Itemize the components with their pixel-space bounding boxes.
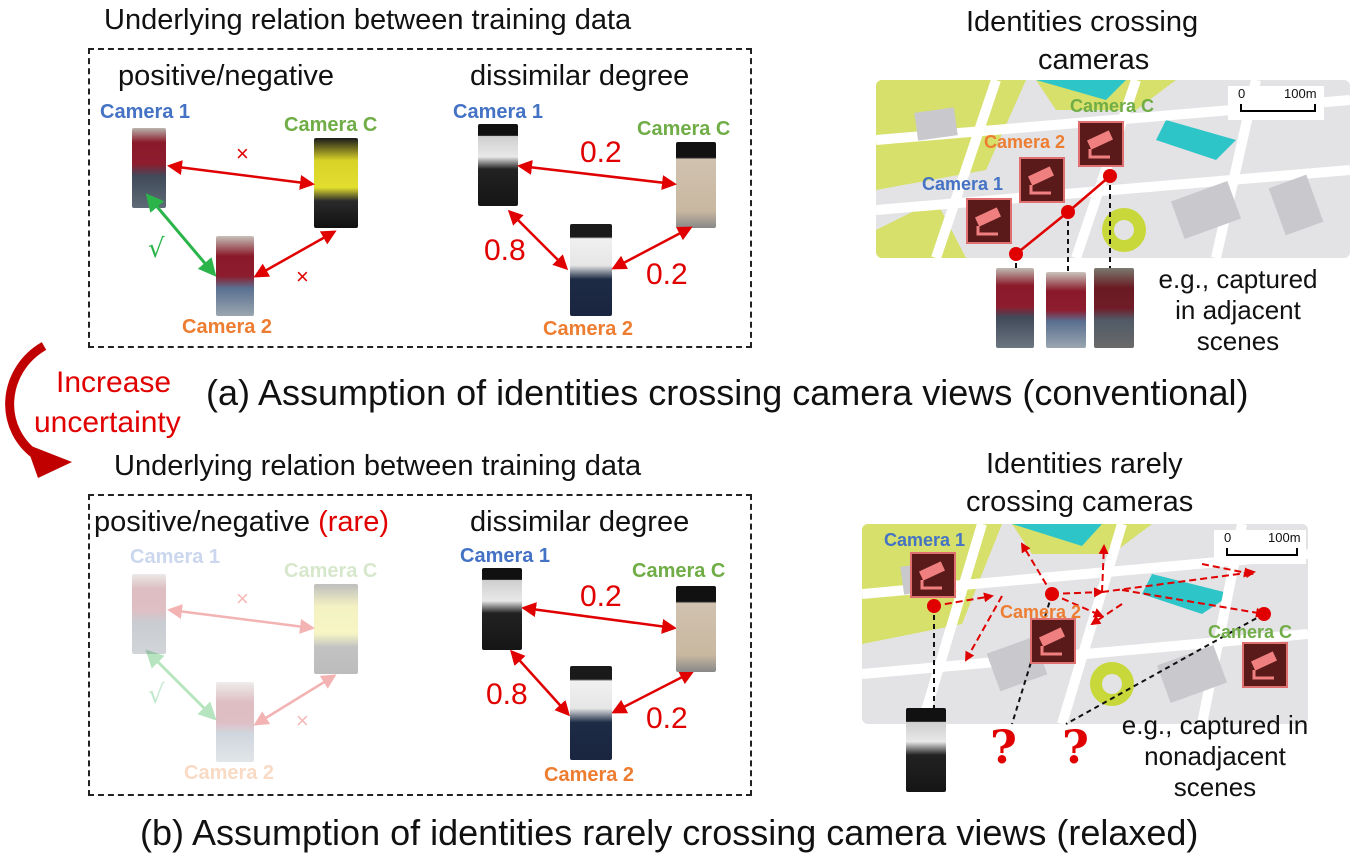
bottom-person-camera1-faded (132, 574, 166, 654)
bottom-posneg-cameraC-label: Camera C (284, 560, 378, 582)
bottom-map-person-1 (906, 708, 946, 792)
bottom-dissimilar-title: dissimilar degree (470, 506, 690, 538)
bottom-map-overlay (927, 542, 1271, 725)
bottom-qmark-1: ? (990, 720, 1017, 774)
top-scale-bar: 0 100m (1228, 86, 1324, 120)
bottom-cross-2toC: × (296, 708, 309, 733)
bottom-check-1to2: √ (148, 680, 165, 710)
bottom-map-title-line1: Identities rarely (986, 448, 1183, 480)
top-posneg-camera1-label: Camera 1 (100, 101, 191, 123)
top-value-2toC: 0.2 (646, 258, 688, 291)
top-dis-cameraC-label: Camera C (637, 118, 731, 140)
top-posneg-cameraC-label: Camera C (284, 114, 378, 136)
bottom-map-camera2-label: Camera 2 (1000, 602, 1082, 622)
top-dis-person-camera2 (570, 224, 612, 316)
increase-label: Increase (56, 366, 172, 399)
bottom-relation-box (88, 494, 752, 796)
bottom-value-2toC: 0.2 (646, 702, 688, 735)
bottom-dis-person-camera1 (482, 568, 522, 650)
top-map-camera1-icon (966, 198, 1012, 244)
top-dis-person-camera1 (478, 124, 518, 206)
bottom-posneg-arrows-faded (145, 604, 337, 726)
top-dissimilar-arrows (507, 159, 693, 271)
top-scale-0: 0 (1238, 86, 1246, 101)
bottom-map-camera1-label: Camera 1 (884, 530, 966, 550)
top-dissimilar-title: dissimilar degree (470, 60, 690, 92)
top-check-1to2: √ (148, 234, 165, 264)
uncertainty-label: uncertainty (34, 406, 181, 439)
bottom-map-title-line2: crossing cameras (966, 486, 1194, 518)
bottom-map-camera1-icon (910, 552, 956, 598)
bottom-dissimilar-arrows (509, 602, 695, 717)
bottom-map-camera2-icon (1030, 618, 1076, 664)
top-value-1toC: 0.2 (580, 136, 622, 169)
top-person-cameraC (314, 138, 358, 228)
bottom-dis-camera2-label: Camera 2 (544, 764, 635, 786)
top-map-cameraC-label: Camera C (1070, 96, 1155, 116)
top-note-line3: scenes (1196, 326, 1280, 356)
top-caption: (a) Assumption of identities crossing ca… (206, 372, 1249, 413)
top-map-title-line2: cameras (1038, 44, 1150, 76)
bottom-scale-100m: 100m (1268, 530, 1301, 545)
increase-uncertainty-arrow (5, 342, 72, 478)
top-note: e.g., captured in adjacent scenes (1138, 264, 1338, 357)
bottom-posneg-title-text: positive/negative (94, 506, 311, 538)
bottom-map-cameraC-icon (1242, 642, 1288, 688)
bottom-cross-1toC: × (236, 586, 249, 611)
bottom-posneg-camera1-label: Camera 1 (130, 546, 221, 568)
bottom-scale-0: 0 (1224, 530, 1232, 545)
bottom-dis-camera1-label: Camera 1 (460, 545, 551, 567)
bottom-caption: (b) Assumption of identities rarely cros… (140, 812, 1199, 853)
bottom-person-cameraC-faded (314, 584, 358, 674)
top-posneg-arrows (145, 160, 337, 278)
top-map-camera2-label: Camera 2 (984, 132, 1066, 152)
bottom-posneg-rare: (rare) (318, 506, 389, 538)
bottom-dis-person-cameraC (676, 586, 716, 672)
top-dis-person-cameraC (676, 142, 716, 228)
bottom-posneg-camera2-label: Camera 2 (184, 762, 275, 784)
bottom-qmark-2: ? (1062, 720, 1089, 774)
bottom-value-1to2: 0.8 (486, 678, 528, 711)
top-note-line1: e.g., captured (1158, 264, 1318, 294)
bottom-posneg-title: positive/negative (rare) (94, 506, 389, 539)
top-map-title-line1: Identities crossing (966, 6, 1199, 38)
top-map-camera1-label: Camera 1 (922, 174, 1004, 194)
top-map-drawing (876, 80, 1350, 258)
bottom-relation-title: Underlying relation between training dat… (114, 450, 642, 482)
top-dis-camera2-label: Camera 2 (543, 318, 634, 340)
top-relation-title: Underlying relation between training dat… (104, 4, 632, 36)
top-relation-box (88, 48, 752, 348)
bottom-value-1toC: 0.2 (580, 580, 622, 613)
top-posneg-title: positive/negative (118, 60, 335, 92)
top-posneg-camera2-label: Camera 2 (182, 316, 273, 338)
bottom-map-cameraC-label: Camera C (1208, 622, 1293, 642)
top-map-cameraC-icon (1078, 121, 1124, 167)
top-map-person-1 (996, 268, 1034, 348)
top-person-camera2 (216, 236, 254, 316)
bottom-note-line1: e.g., captured in (1121, 710, 1309, 740)
bottom-dis-cameraC-label: Camera C (632, 560, 726, 582)
bottom-scale-bar: 0 100m (1214, 530, 1306, 564)
bottom-dis-person-camera2 (570, 666, 612, 760)
top-scale-100m: 100m (1284, 86, 1317, 101)
top-cross-1to C: × (236, 141, 249, 166)
top-cross-2toC: × (296, 264, 309, 289)
bottom-note-line2: nonadjacent (1144, 741, 1286, 771)
top-map-person-2 (1046, 272, 1086, 348)
top-note-line2: in adjacent (1175, 295, 1301, 325)
bottom-note: e.g., captured in nonadjacent scenes (1104, 710, 1326, 803)
top-map-camera2-icon (1019, 157, 1065, 203)
bottom-person-camera2-faded (216, 682, 254, 762)
top-map-person-3 (1094, 268, 1134, 348)
bottom-note-line3: scenes (1173, 772, 1257, 802)
top-dis-camera1-label: Camera 1 (453, 101, 544, 123)
top-value-1to2: 0.8 (484, 234, 526, 267)
